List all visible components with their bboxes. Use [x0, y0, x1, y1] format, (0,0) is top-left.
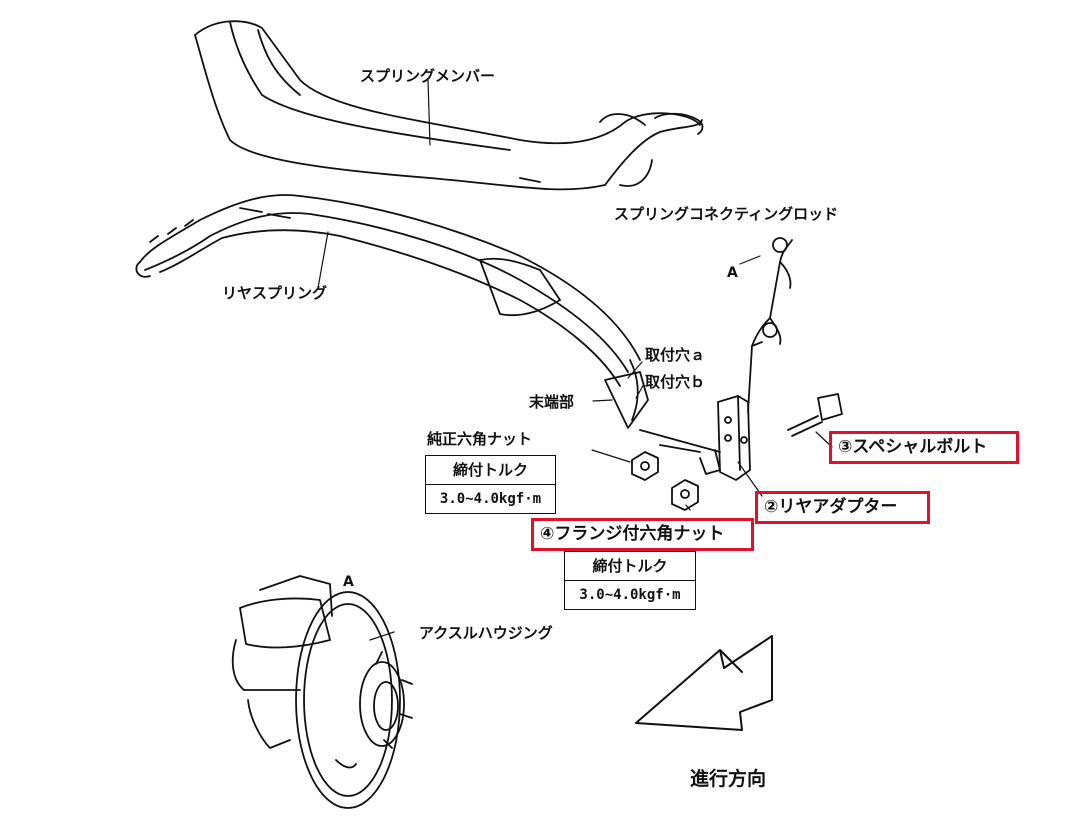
label-hole-b: 取付穴ｂ	[645, 373, 706, 391]
axle-housing-drawing	[231, 575, 413, 809]
torque-spec-value: 3.0~4.0kgf·m	[579, 587, 681, 603]
label-direction: 進行方向	[690, 768, 767, 790]
direction-arrow-drawing	[635, 635, 773, 731]
label-connecting-rod: スプリングコネクティングロッド	[614, 205, 839, 223]
callout-rear-adapter: ②リヤアダプター	[755, 491, 930, 524]
torque-spec-value: 3.0~4.0kgf·m	[439, 491, 542, 507]
torque-spec-upper: 締付トルク 3.0~4.0kgf·m	[425, 455, 556, 514]
label-genuine-nut: 純正六角ナット	[427, 430, 533, 448]
callout-special-bolt: ③スペシャルボルト	[829, 431, 1019, 464]
label-end-part: 末端部	[529, 393, 575, 411]
label-point-a: A	[727, 265, 738, 281]
spring-member-drawing	[194, 20, 704, 191]
label-rear-spring: リヤスプリング	[222, 284, 328, 302]
label-axle-housing: アクスルハウジング	[419, 624, 553, 642]
nuts-drawing	[631, 451, 699, 511]
torque-spec-title: 締付トルク	[565, 552, 695, 581]
callout-flange-nut: ④フランジ付六角ナット	[531, 518, 754, 551]
torque-spec-lower: 締付トルク 3.0~4.0kgf·m	[564, 551, 696, 610]
torque-spec-title: 締付トルク	[426, 456, 555, 485]
rear-spring-drawing	[135, 194, 649, 429]
label-point-a-hub: A	[343, 574, 354, 590]
adapter-assembly-drawing	[639, 237, 843, 481]
label-spring-member: スプリングメンバー	[360, 67, 496, 85]
label-hole-a: 取付穴ａ	[645, 346, 706, 364]
